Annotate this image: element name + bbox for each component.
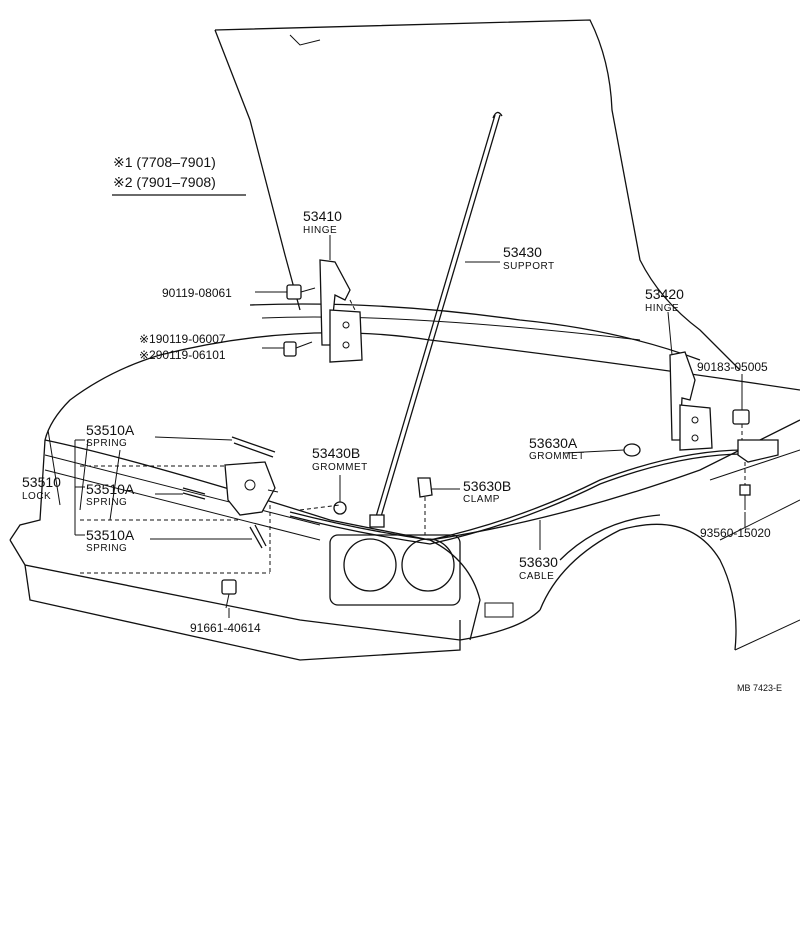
- clamp-53630B: [417, 477, 433, 498]
- spring-53510A-mid: [182, 487, 206, 500]
- label-90119-08061: 90119-08061: [162, 286, 232, 300]
- label-53510A-bottom-name: SPRING: [86, 543, 127, 554]
- label-90183-05005: 90183-05005: [697, 360, 768, 374]
- label-90119-06101: ※290119-06101: [139, 348, 226, 362]
- label-53410-name: HINGE: [303, 225, 337, 236]
- label-53630-name: CABLE: [519, 571, 554, 582]
- release-cable-53630: [289, 449, 746, 545]
- label-53510-num: 53510: [22, 474, 61, 490]
- label-90119-06007: ※190119-06007: [139, 332, 226, 346]
- screw-93560-15020: [739, 484, 751, 510]
- label-53410-num: 53410: [303, 208, 342, 224]
- bolt-90119-08061: [286, 284, 316, 300]
- bracket-cable-end: [737, 439, 779, 463]
- car-body: [9, 332, 800, 661]
- label-53630A-name: GROMMET: [529, 451, 585, 462]
- label-53630B-num: 53630B: [463, 478, 511, 494]
- label-53510-name: LOCK: [22, 491, 51, 502]
- label-53510A-bottom-num: 53510A: [86, 527, 135, 543]
- applicability-legend: ※1 (7708–7901) ※2 (7901–7908): [112, 154, 246, 196]
- legend-row-1: ※1 (7708–7901): [113, 154, 216, 170]
- label-53510A-top-num: 53510A: [86, 422, 135, 438]
- hood-lock-53510: [224, 461, 279, 516]
- label-53510A-mid-num: 53510A: [86, 481, 135, 497]
- label-53430-num: 53430: [503, 244, 542, 260]
- bolt-91661-40614: [221, 579, 237, 609]
- label-53430B-name: GROMMET: [312, 462, 368, 473]
- label-53630-num: 53630: [519, 554, 558, 570]
- label-93560-15020: 93560-15020: [700, 526, 771, 540]
- spring-53510A-top: [231, 436, 276, 458]
- label-53510A-top-name: SPRING: [86, 438, 127, 449]
- label-53420-num: 53420: [645, 286, 684, 302]
- label-53420-name: HINGE: [645, 303, 679, 314]
- hinge-right-53420: [669, 351, 713, 451]
- grommet-53630A: [623, 443, 641, 457]
- diagram-code: MB 7423-E: [737, 683, 782, 693]
- label-53430-name: SUPPORT: [503, 261, 555, 272]
- label-53510A-mid-name: SPRING: [86, 497, 127, 508]
- grommet-53430B: [333, 501, 347, 515]
- leader-lines: [74, 235, 746, 618]
- bolt-90183-05005: [732, 409, 750, 425]
- spring-53510A-bottom: [249, 524, 267, 549]
- hood-panel: [214, 19, 741, 371]
- label-91661-40614: 91661-40614: [190, 621, 261, 635]
- label-53430B-num: 53430B: [312, 445, 360, 461]
- label-53630A-num: 53630A: [529, 435, 578, 451]
- support-rod-53430: [369, 111, 503, 528]
- label-53630B-name: CLAMP: [463, 494, 500, 505]
- hinge-left-53410: [319, 259, 363, 363]
- bolt-90119-06xxx: [283, 341, 313, 357]
- legend-row-2: ※2 (7901–7908): [113, 174, 216, 190]
